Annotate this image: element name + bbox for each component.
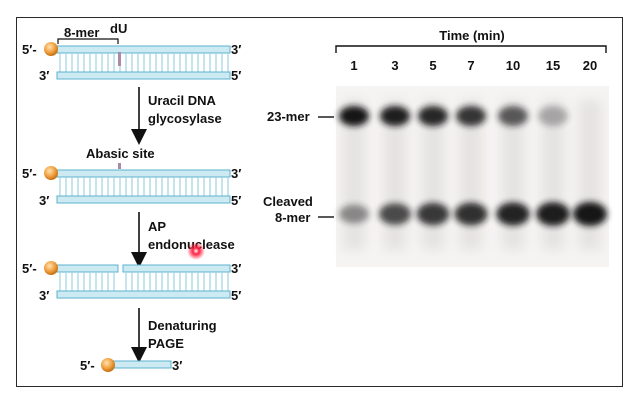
band-cleaved-8mer [378, 203, 412, 225]
band-23mer [380, 106, 410, 126]
band-23mer [456, 106, 486, 126]
band-23mer [418, 106, 448, 126]
band-23mer [339, 106, 369, 126]
band-23mer [538, 106, 568, 126]
lane-label: 3 [391, 58, 398, 73]
product-5-label: 5′- [80, 358, 95, 373]
arrow3-line2: PAGE [148, 336, 184, 351]
band-cleaved-8mer [536, 202, 570, 226]
band-cleaved-8mer [496, 202, 530, 226]
label-cleaved-line2: 8-mer [275, 210, 310, 225]
lane-label: 15 [546, 58, 560, 73]
bottom-5-label: 5′ [231, 68, 241, 83]
abasic-mark [118, 163, 121, 169]
top-strand-right [122, 264, 231, 273]
duplex-step3: 5′- 3′ 3′ 5′ [22, 261, 241, 303]
base-pair-rungs [59, 177, 229, 196]
du-label: dU [110, 21, 127, 36]
top-strand-left [56, 264, 119, 273]
top-3-label: 3′ [231, 42, 241, 57]
band-cleaved-8mer [338, 204, 370, 224]
arrow3-line1: Denaturing [148, 318, 217, 333]
product-oligo: 5′- 3′ [80, 358, 182, 373]
lane-labels: 1 3 5 7 10 15 20 [350, 58, 597, 73]
gel-panel: Time (min) 1 3 5 7 10 15 20 23-mer Cleaved 8-m… [263, 28, 609, 267]
lane-label: 1 [350, 58, 357, 73]
bottom-3-label: 3′ [39, 68, 49, 83]
lane-label: 20 [583, 58, 597, 73]
octamer-bracket [57, 38, 119, 44]
base-pair-rungs [59, 53, 229, 72]
band-cleaved-8mer [416, 202, 450, 226]
label-bead [44, 42, 58, 56]
top-5-label: 5′- [22, 261, 37, 276]
bottom-5-label: 5′ [231, 288, 241, 303]
top-5-label: 5′- [22, 42, 37, 57]
lane-label: 7 [467, 58, 474, 73]
label-bead [44, 261, 58, 275]
product-strand [112, 360, 172, 369]
product-3-label: 3′ [172, 358, 182, 373]
label-bead [44, 166, 58, 180]
lane-smear [579, 100, 601, 250]
label-cleaved-line1: Cleaved [263, 194, 313, 209]
bottom-3-label: 3′ [39, 193, 49, 208]
octamer-label: 8-mer [64, 25, 99, 40]
top-strand [56, 169, 231, 178]
bands-cleaved [338, 202, 607, 226]
label-bead [101, 358, 115, 372]
duplex-step1: 5′- 3′ 3′ 5′ 8-mer dU [22, 21, 241, 83]
top-strand [56, 45, 231, 54]
base-pair-rungs [59, 272, 229, 291]
bottom-3-label: 3′ [39, 288, 49, 303]
top-3-label: 3′ [231, 261, 241, 276]
duplex-step2: Abasic site 5′- 3′ 3′ 5′ [22, 146, 241, 208]
bands-23mer [339, 106, 568, 126]
arrow2-line1: AP [148, 219, 166, 234]
bottom-strand [56, 71, 231, 80]
abasic-label: Abasic site [86, 146, 155, 161]
bottom-5-label: 5′ [231, 193, 241, 208]
label-23mer: 23-mer [267, 109, 310, 124]
bottom-strand [56, 290, 231, 299]
lane-label: 5 [429, 58, 436, 73]
top-5-label: 5′- [22, 166, 37, 181]
band-cleaved-8mer [454, 202, 488, 226]
arrow1-line2: glycosylase [148, 111, 222, 126]
band-23mer [498, 106, 528, 126]
time-bracket [335, 45, 607, 53]
time-header: Time (min) [439, 28, 505, 43]
bottom-strand [56, 195, 231, 204]
lane-label: 10 [506, 58, 520, 73]
band-cleaved-8mer [573, 202, 607, 226]
arrow1-line1: Uracil DNA [148, 93, 217, 108]
du-mark [118, 52, 121, 66]
cursor-dot [187, 242, 205, 260]
top-3-label: 3′ [231, 166, 241, 181]
